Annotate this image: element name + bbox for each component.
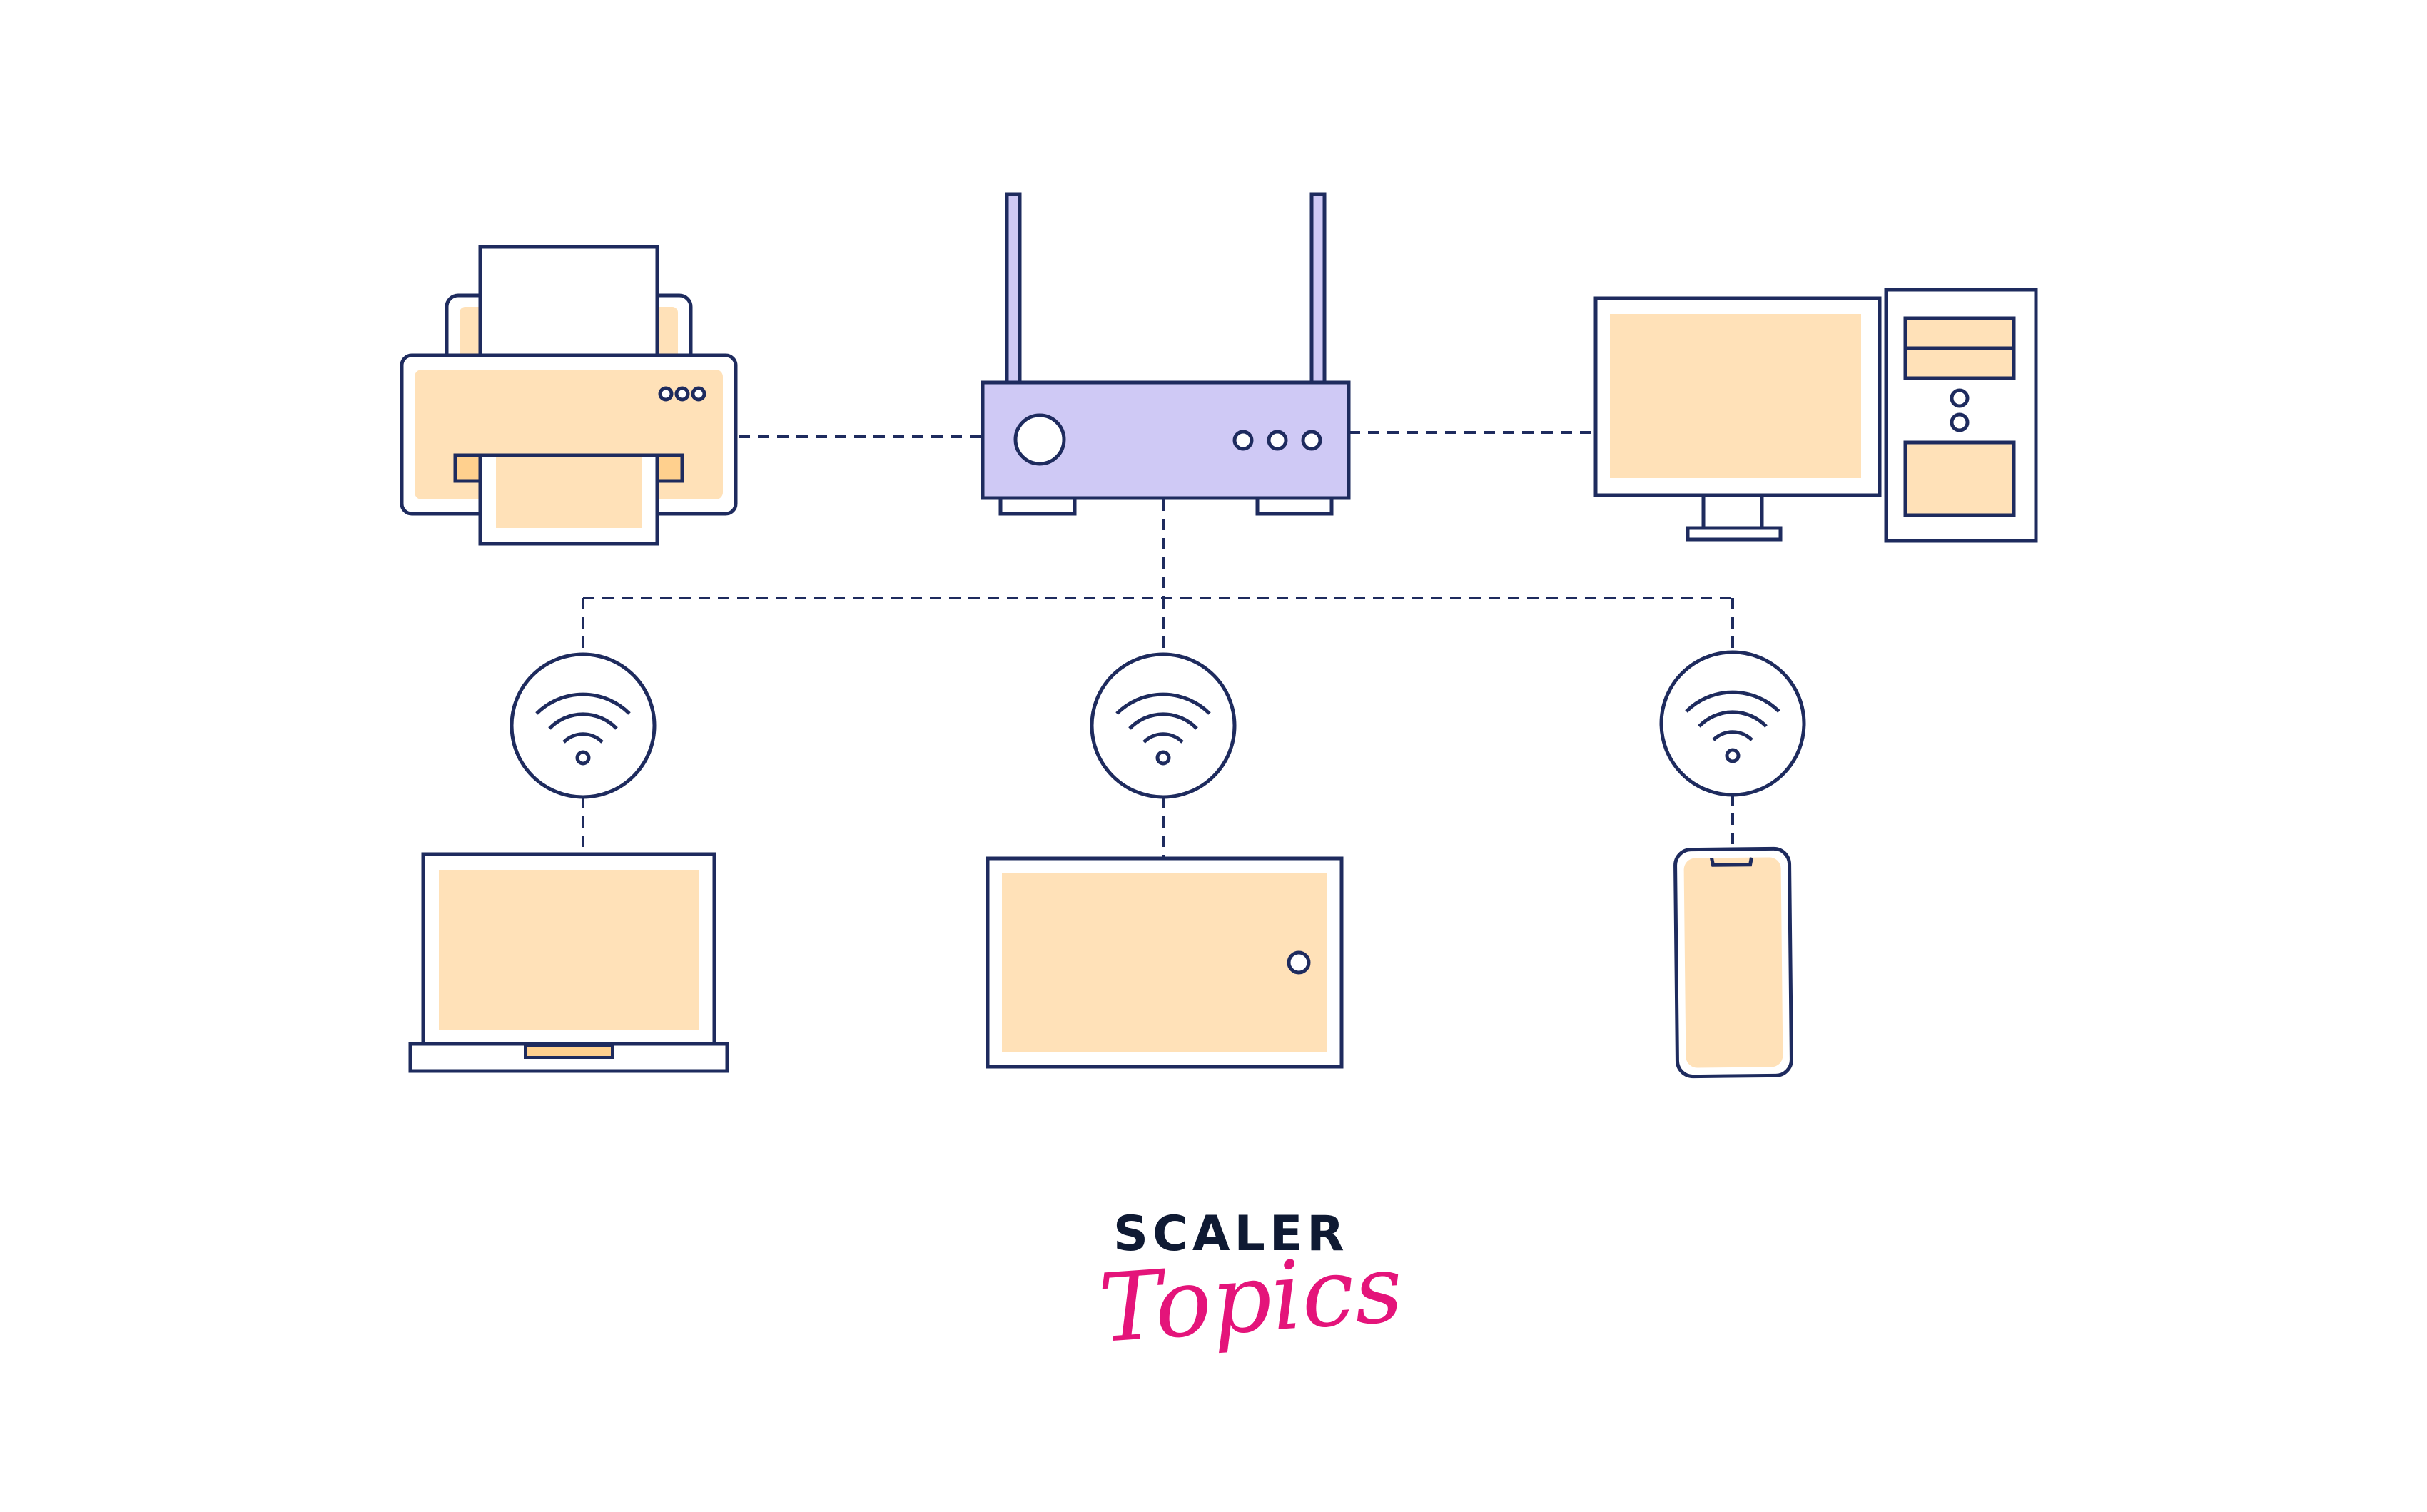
printer-icon [400, 245, 738, 546]
wifi-circle [1659, 650, 1806, 797]
router-icon [981, 192, 1351, 516]
wifi-circle [1090, 652, 1237, 799]
wifi-icon [1685, 690, 1780, 763]
connection-lines [582, 431, 1734, 858]
desktop-computer-icon [1593, 288, 2038, 543]
laptop-icon [408, 852, 729, 1073]
wifi-node-left [510, 652, 657, 799]
smartphone-icon [1673, 846, 1793, 1079]
tablet-icon [986, 856, 1344, 1069]
wifi-icon [535, 692, 631, 766]
wifi-node-center [1090, 652, 1237, 799]
wifi-node-right [1659, 650, 1806, 797]
wifi-circle [510, 652, 657, 799]
wifi-icon [1115, 692, 1211, 766]
